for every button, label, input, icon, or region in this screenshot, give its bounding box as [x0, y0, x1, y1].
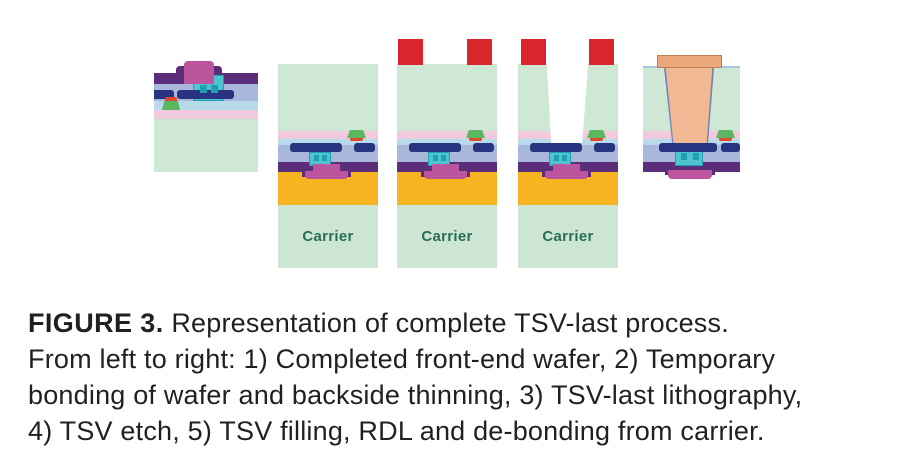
metal-line-short [721, 143, 740, 152]
via-square [693, 153, 699, 160]
tsv-etch-hole [546, 64, 589, 143]
caption-line: FIGURE 3. Representation of complete TSV… [28, 305, 888, 341]
silicon-substrate [154, 119, 258, 172]
transistor-body [347, 130, 366, 138]
metal-line-long [177, 90, 234, 99]
carrier-block: Carrier [397, 205, 497, 268]
metal-line-long [290, 143, 342, 152]
via-square [681, 153, 687, 160]
carrier-label: Carrier [302, 228, 354, 245]
photoresist-block-right [589, 39, 614, 65]
bond-pad [184, 61, 214, 84]
bond-pad [668, 170, 712, 179]
passivation-layer [643, 162, 740, 172]
pmd-dielectric-layer [397, 131, 497, 139]
thinned-substrate [278, 64, 378, 131]
caption-line: bonding of wafer and backside thinning, … [28, 380, 803, 410]
bond-pad [313, 164, 340, 174]
pmd-dielectric-layer [154, 110, 258, 119]
bond-pad-flange [424, 171, 467, 179]
bond-pad [432, 164, 459, 174]
bond-pad [553, 164, 580, 174]
oxide-layer [397, 139, 497, 145]
metal-line-long [409, 143, 461, 152]
panel-4-tsv-etch: Carrier [518, 39, 618, 268]
via-square [211, 85, 218, 93]
transistor-gate [719, 138, 732, 141]
transistor-gate [469, 138, 482, 141]
caption-text: Representation of complete TSV-last proc… [171, 308, 729, 338]
caption-line: From left to right: 1) Completed front-e… [28, 344, 776, 374]
carrier-block: Carrier [518, 205, 618, 268]
metal-line-long [530, 143, 582, 152]
carrier-label: Carrier [421, 228, 473, 245]
transistor-gate [590, 138, 603, 141]
thinned-substrate [397, 64, 497, 131]
via-square [554, 155, 559, 161]
transistor-body [587, 130, 606, 138]
via-square [441, 155, 446, 161]
via-square [314, 155, 319, 161]
metal-line-long [659, 143, 717, 152]
figure-number-label: FIGURE 3. [28, 308, 164, 338]
carrier-label: Carrier [542, 228, 594, 245]
photoresist-block-right [467, 39, 492, 65]
via-square [433, 155, 438, 161]
photoresist-block-left [521, 39, 546, 65]
tsv-copper-fill [665, 67, 713, 143]
carrier-block: Carrier [278, 205, 378, 268]
panel-1-front-end-wafer [154, 60, 258, 172]
pmd-dielectric-layer [278, 131, 378, 139]
via-square [562, 155, 567, 161]
rdl-cap [657, 55, 722, 68]
panel-3-tsv-lithography: Carrier [397, 39, 497, 268]
panel-2-temporary-bonding: Carrier [278, 62, 378, 268]
oxide-layer [278, 139, 378, 145]
transistor-body [466, 130, 485, 138]
transistor-gate [165, 97, 177, 101]
via-square [322, 155, 327, 161]
bond-pad-flange [545, 171, 588, 179]
oxide-layer [154, 101, 258, 110]
figure-caption: FIGURE 3. Representation of complete TSV… [28, 305, 888, 449]
transistor-gate [350, 138, 363, 141]
caption-line: 4) TSV etch, 5) TSV filling, RDL and de-… [28, 416, 765, 446]
bond-pad-flange [305, 171, 348, 179]
transistor-body [162, 101, 180, 110]
metal-line-short [354, 143, 375, 152]
panel-5-tsv-fill-rdl [643, 54, 740, 180]
metal-line-short [594, 143, 615, 152]
metal-line-short [473, 143, 494, 152]
transistor-body [716, 130, 735, 138]
metal-line-short [154, 90, 174, 99]
via-square [200, 85, 207, 93]
photoresist-block-left [398, 39, 423, 65]
